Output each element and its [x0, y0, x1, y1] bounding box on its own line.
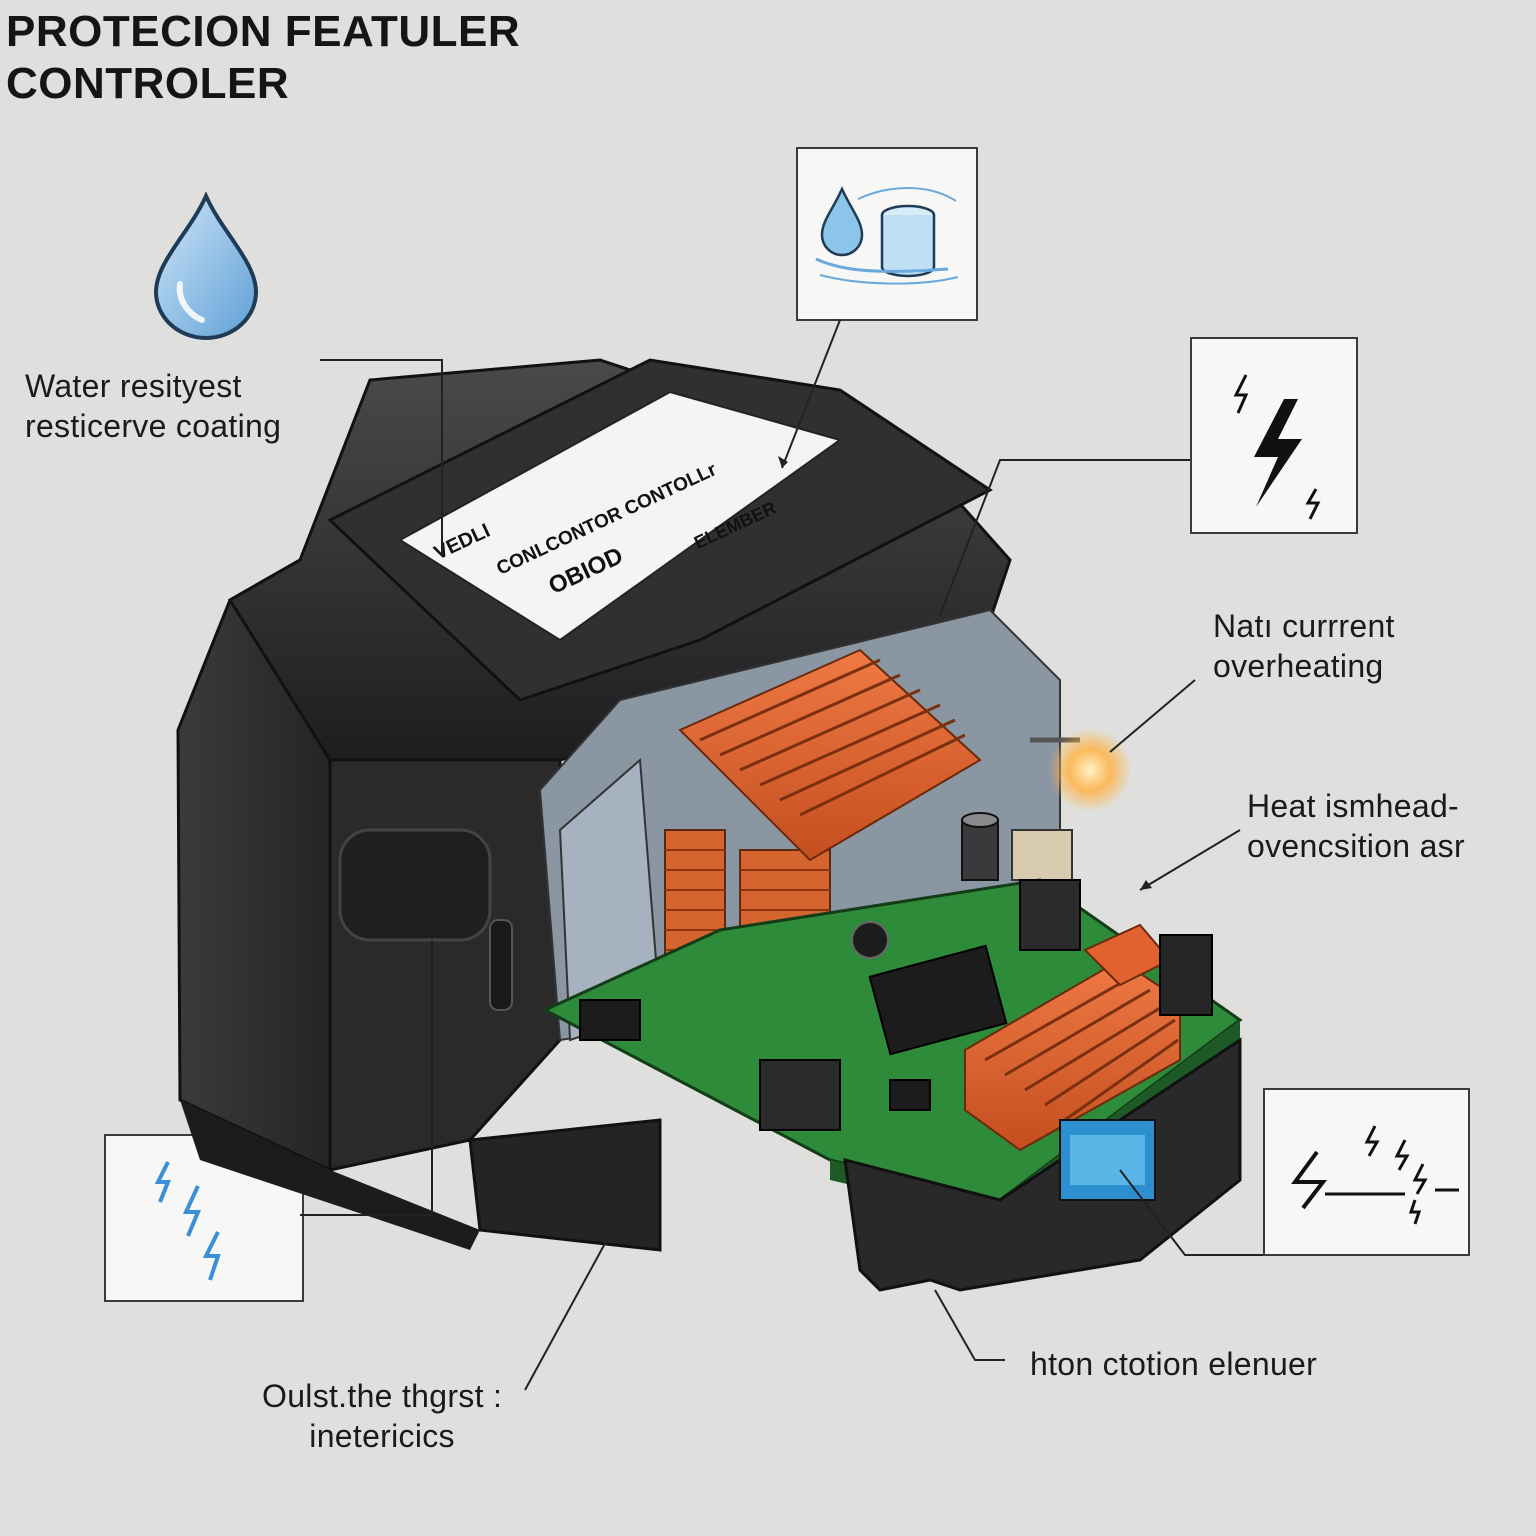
top-lid	[327, 358, 993, 702]
small-chip	[889, 1079, 931, 1111]
terminal-block	[1019, 879, 1081, 951]
water-callout-box	[796, 147, 978, 321]
label-heat-line-1: Heat ismhead-	[1247, 788, 1459, 824]
label-overcurrent: Natı currrent overheating	[1213, 606, 1395, 686]
label-current-line-2: overheating	[1213, 648, 1384, 684]
ic-chip-left	[579, 999, 641, 1041]
label-current-line-1: Natı currrent	[1213, 608, 1395, 644]
leader-lines	[300, 319, 1263, 1391]
label-bottom-right: hton ctotion elenuer	[1030, 1344, 1317, 1384]
leader-heat	[1139, 829, 1241, 891]
capacitor	[961, 812, 999, 881]
leader-water	[320, 359, 443, 555]
diagram-title: PROTECION FEATULER CONTROLER	[6, 6, 520, 110]
leader-bottom-left	[524, 1149, 657, 1391]
title-line-2: CONTROLER	[6, 59, 290, 108]
leader-water-box	[781, 319, 841, 469]
leader-bottom-right	[934, 1289, 1005, 1361]
electrical-discharge-icon	[1291, 1125, 1459, 1225]
capacitor-small	[851, 921, 889, 959]
label-heat-line-2: ovencsition asr	[1247, 828, 1465, 864]
label-bottom-left-line-1: Oulst.the thgrst :	[262, 1378, 503, 1414]
water-drop-icon	[153, 192, 259, 340]
lower-housing	[843, 1037, 1242, 1292]
leader-lightning-top	[939, 459, 1190, 616]
label-water-coating: Water resityest resticerve coating	[25, 366, 281, 446]
water-droplet-and-cylinder-icon	[815, 185, 959, 285]
label-bottom-left-line-2: inetericics	[309, 1418, 455, 1454]
lightning-callout-box-top	[1190, 337, 1358, 534]
overheat-glow	[1048, 728, 1132, 812]
label-water-line-2: resticerve coating	[25, 408, 282, 444]
leader-discharge	[1119, 1169, 1263, 1256]
label-water-line-1: Water resityest	[25, 368, 242, 404]
title-line-1: PROTECION FEATULER	[6, 7, 521, 56]
label-bottom-left: Oulst.the thgrst : inetericics	[262, 1376, 502, 1456]
microcontroller-chip	[868, 944, 1008, 1056]
label-bottom-right-line-1: hton ctotion elenuer	[1030, 1346, 1318, 1382]
pcb-heatsink	[964, 923, 1213, 1152]
discharge-callout-box	[1263, 1088, 1470, 1256]
connector-block	[759, 1059, 841, 1131]
leader-current	[1109, 679, 1196, 753]
lightning-bolt-icon	[1233, 374, 1321, 520]
main-heatsink	[678, 648, 982, 862]
lightning-bolts-icon	[154, 1161, 221, 1281]
leader-lightning-left	[300, 940, 433, 1216]
label-heat: Heat ismhead- ovencsition asr	[1247, 786, 1465, 866]
relay-component	[1011, 829, 1073, 881]
